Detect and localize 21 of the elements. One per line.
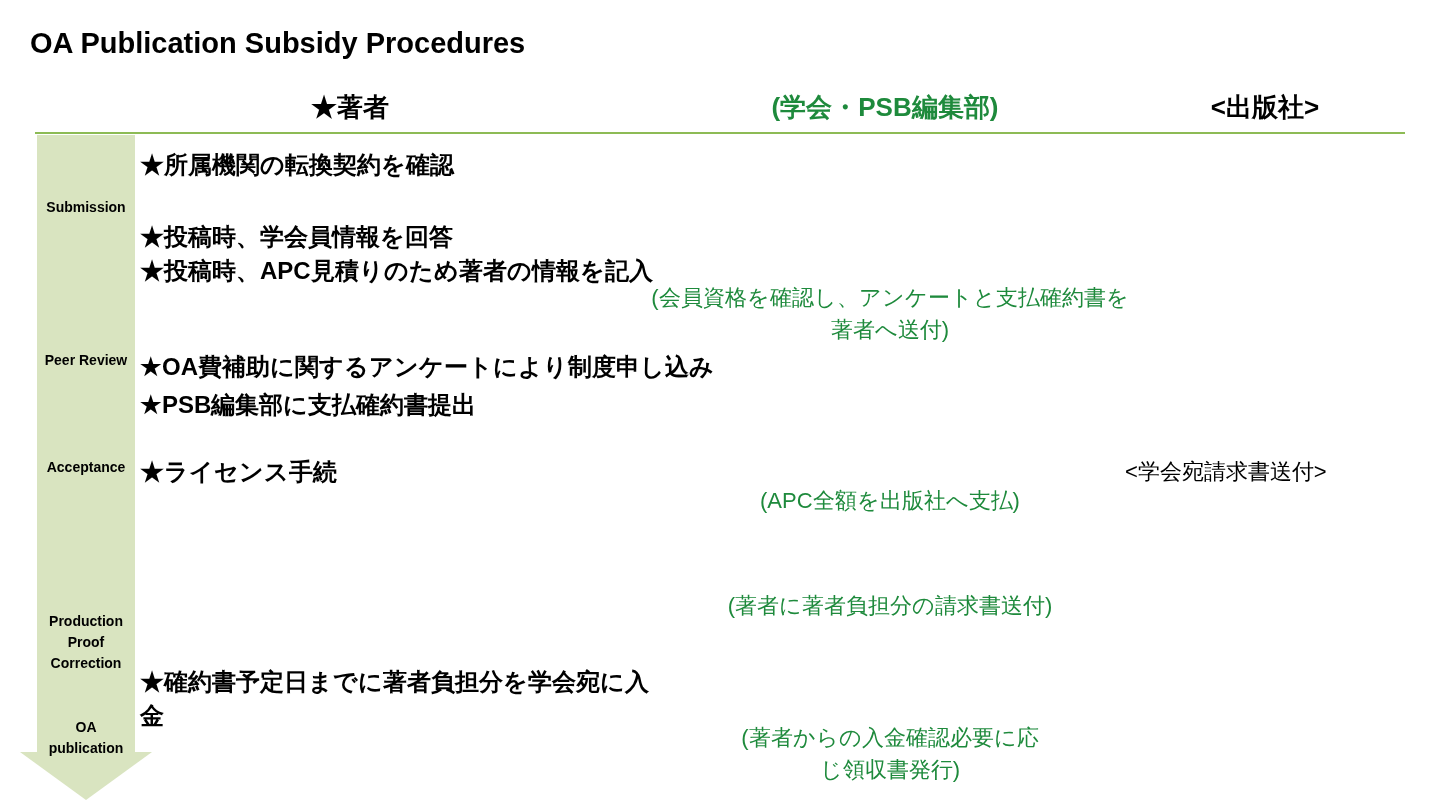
stage-label: Production Proof Correction bbox=[48, 612, 124, 673]
step-text: ★PSB編集部に支払確約書提出 bbox=[140, 390, 478, 420]
column-header: (学会・PSB編集部) bbox=[770, 91, 1000, 124]
step-text: ★所属機関の転換契約を確認 bbox=[140, 150, 456, 180]
stage-label: Submission bbox=[45, 198, 127, 217]
column-header: <出版社> bbox=[1209, 91, 1321, 124]
note-text: (会員資格を確認し、アンケートと支払確約書を著者へ送付) bbox=[650, 284, 1130, 344]
stage-label: Peer Review bbox=[43, 351, 129, 370]
note-text: (APC全額を出版社へ支払) bbox=[759, 487, 1021, 515]
stage-label: Acceptance bbox=[45, 458, 127, 477]
stage-label: OA publication bbox=[47, 718, 125, 758]
note-text: (著者からの入金確認必要に応じ領収書発行) bbox=[740, 724, 1040, 784]
title: OA Publication Subsidy Procedures bbox=[30, 26, 526, 61]
step-text: ★投稿時、学会員情報を回答 bbox=[140, 222, 454, 252]
note-text: (著者に著者負担分の請求書送付) bbox=[726, 592, 1054, 620]
step-text: ★投稿時、APC見積りのため著者の情報を記入 bbox=[140, 256, 654, 286]
step-text: ★確約書予定日までに著者負担分を学会宛に入金 bbox=[140, 667, 650, 731]
step-text: <学会宛請求書送付> bbox=[1125, 458, 1328, 486]
step-text: ★OA費補助に関するアンケートにより制度申し込み bbox=[140, 352, 715, 382]
column-header: ★著者 bbox=[310, 91, 390, 124]
step-text: ★ライセンス手続 bbox=[140, 457, 338, 487]
